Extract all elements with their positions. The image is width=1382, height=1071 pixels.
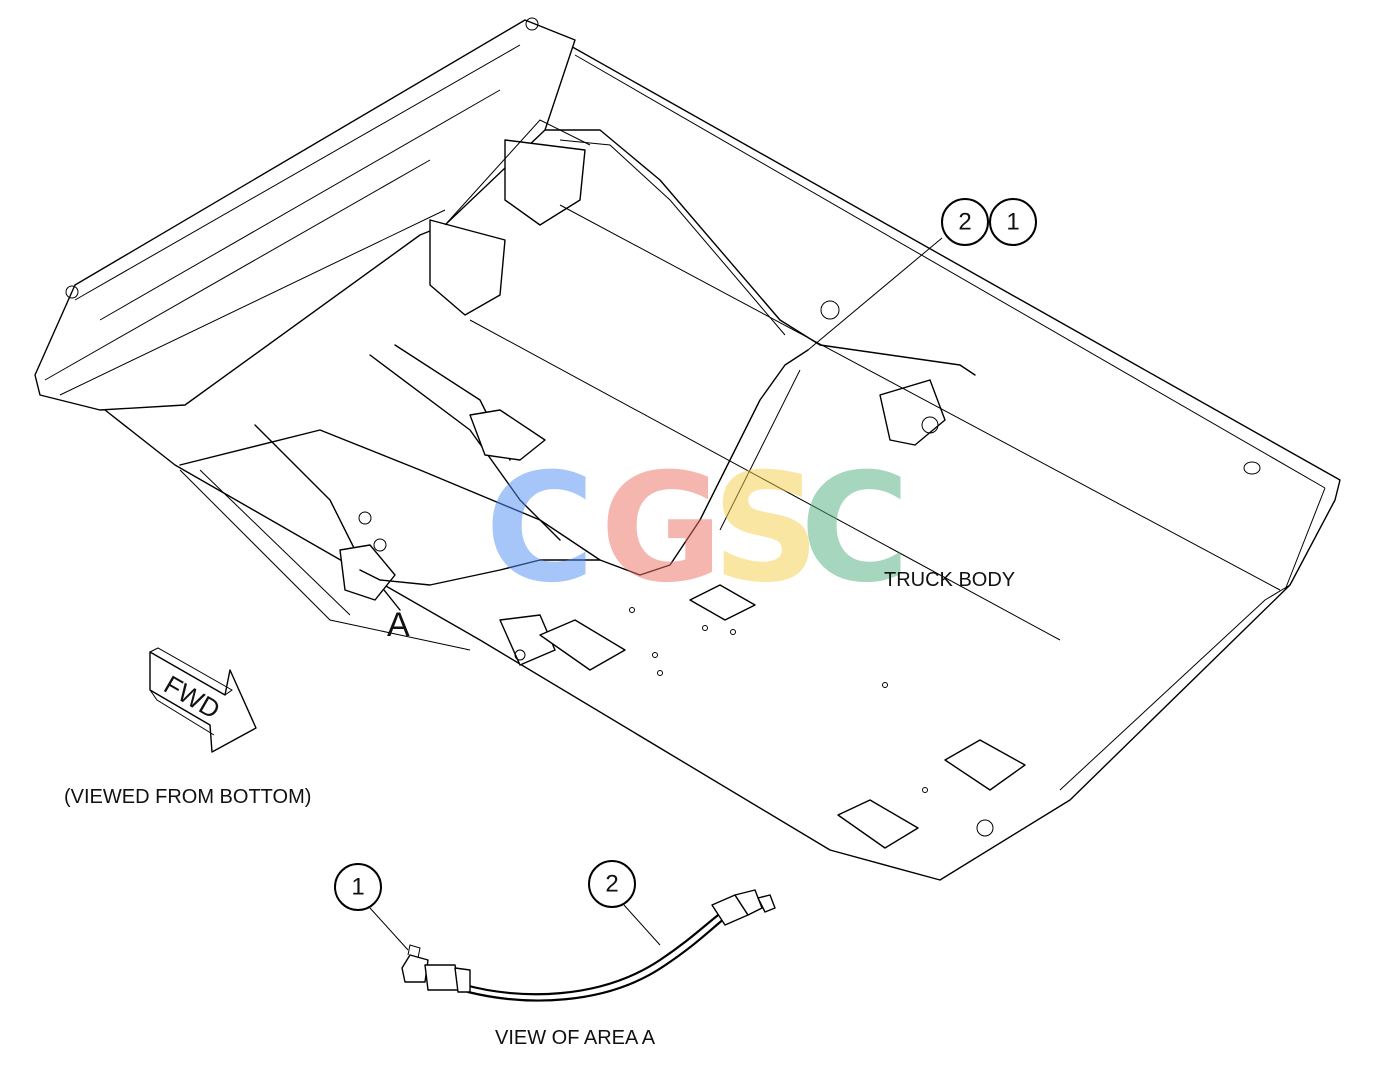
callout-1-detail: 1 [334,863,382,911]
callout-1-main-text: 1 [1006,209,1019,236]
callout-2-detail-text: 2 [605,871,618,898]
fwd-arrow-icon: FWD [149,647,257,753]
watermark-letter-g: G [600,442,723,616]
callout-2-main: 2 [941,198,989,246]
callout-1-detail-text: 1 [351,874,364,901]
callout-1-main: 1 [989,198,1037,246]
area-a-detail-drawing [369,889,776,1002]
area-a-marker: A [387,606,410,644]
callout-2-main-text: 2 [958,209,971,236]
watermark-letter-c1: C [485,442,595,616]
view-of-area-a-label: VIEW OF AREA A [495,1027,656,1049]
watermark-letter-s: S [712,442,820,616]
cgsc-watermark: C G S C [485,442,910,616]
viewed-from-bottom-label: (VIEWED FROM BOTTOM) [64,786,311,808]
truck-body-label: TRUCK BODY [884,569,1015,591]
truck-body-drawing [34,17,1341,881]
callout-2-detail: 2 [588,860,636,908]
watermark-letter-c2: C [800,442,910,616]
